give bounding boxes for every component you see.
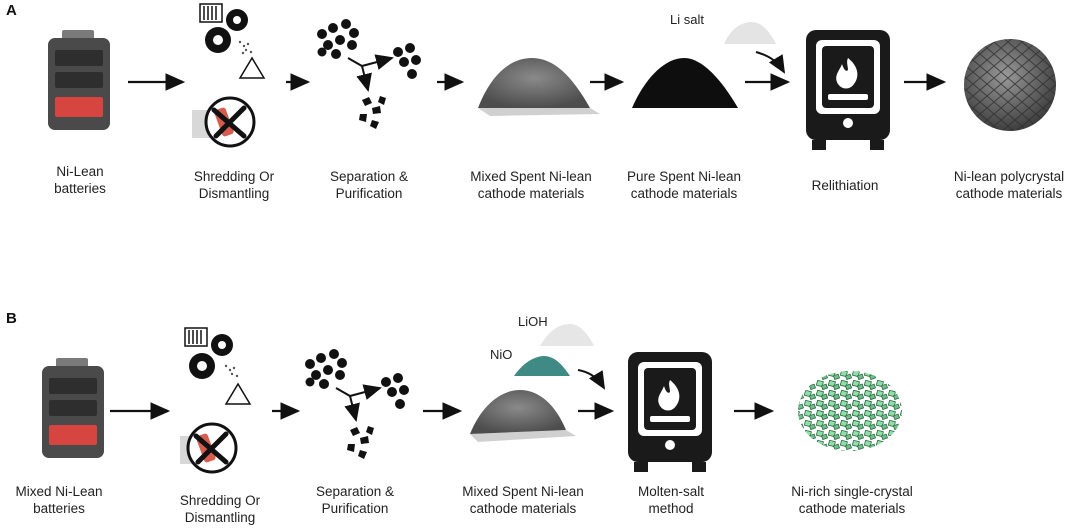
step-label-a-separation: Separation & Purification [329,169,409,201]
panel-b-letter: B [6,310,17,327]
gray-powder-pile-icon [470,390,576,442]
battery-icon [42,358,104,458]
nio-label: NiO [490,347,513,362]
black-powder-pile-icon [632,58,738,108]
step-label-b-shredding: Shredding Or Dismantling [179,493,261,525]
dismantling-wrench-icon [180,422,238,474]
step-label-b-single-crystal: Ni-rich single-crystal cathode materials [791,484,913,516]
step-label-a-shredding: Shredding Or Dismantling [193,169,275,201]
lioh-powder-pile-icon [540,324,594,346]
panel-a-letter: A [6,2,17,19]
dismantling-wrench-icon [192,96,256,148]
shredder-gear-icon [184,327,252,405]
separation-particles-icon [305,349,409,459]
furnace-icon [628,352,712,472]
li-salt-label: Li salt [670,12,704,27]
gray-powder-pile-icon [478,58,600,116]
lioh-label: LiOH [518,314,548,329]
shredder-gear-icon [199,3,266,79]
battery-icon [48,30,110,130]
step-label-a-pure-spent: Pure Spent Ni-lean cathode materials [626,169,742,201]
step-label-b-mixed-spent: Mixed Spent Ni-lean cathode materials [462,484,584,516]
step-label-b-molten-salt: Molten-salt method [637,484,705,516]
nio-powder-pile-icon [514,356,570,376]
step-label-a-mixed-spent: Mixed Spent Ni-lean cathode materials [470,169,592,201]
separation-particles-icon [317,19,421,129]
polycrystal-sphere-icon [964,39,1056,131]
li-salt-pile-icon [724,22,776,44]
step-label-a-batteries: Ni-Lean batteries [54,164,106,196]
furnace-icon [806,30,890,150]
single-crystal-cluster-icon [798,371,902,451]
step-label-a-polycrystal: Ni-lean polycrystal cathode materials [953,169,1065,201]
step-label-b-separation: Separation & Purification [315,484,395,516]
step-label-a-relithiation: Relithiation [811,178,879,193]
step-label-b-batteries: Mixed Ni-Lean batteries [15,484,103,516]
